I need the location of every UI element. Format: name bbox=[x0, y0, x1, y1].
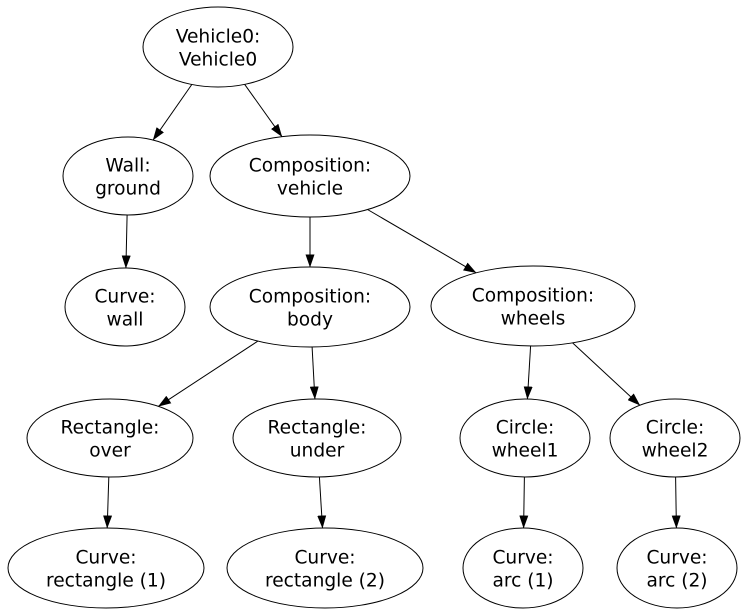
node-ellipse-composition-wheels bbox=[430, 265, 636, 347]
node-rectangle-over: Rectangle:over bbox=[26, 398, 194, 478]
edge-rectangle-over-to-curve-rectangle-1 bbox=[103, 476, 113, 529]
node-ellipse-curve-rectangle-1 bbox=[7, 527, 205, 609]
edge-vehicle0-to-composition-vehicle bbox=[244, 84, 283, 138]
node-ellipse-circle-wheel2 bbox=[609, 398, 741, 478]
node-label-curve-rectangle-2-line2: rectangle (2) bbox=[265, 571, 385, 592]
node-ellipse-vehicle0 bbox=[142, 6, 294, 88]
node-label-vehicle0-line2: Vehicle0 bbox=[179, 50, 257, 71]
node-curve-rectangle-2: Curve:rectangle (2) bbox=[226, 527, 424, 609]
node-circle-wheel2: Circle:wheel2 bbox=[609, 398, 741, 478]
edge-wall-ground-to-curve-wall bbox=[121, 214, 131, 269]
node-label-vehicle0-line1: Vehicle0: bbox=[176, 27, 261, 48]
node-label-composition-vehicle-line1: Composition: bbox=[249, 156, 371, 177]
node-curve-arc-1: Curve:arc (1) bbox=[462, 527, 584, 609]
node-label-curve-rectangle-2-line1: Curve: bbox=[294, 548, 355, 569]
node-label-composition-vehicle-line2: vehicle bbox=[277, 179, 343, 200]
edges-layer bbox=[103, 84, 681, 529]
node-vehicle0: Vehicle0:Vehicle0 bbox=[142, 6, 294, 88]
edge-composition-body-to-rectangle-under bbox=[309, 346, 319, 400]
edge-composition-vehicle-to-composition-wheels bbox=[367, 209, 477, 274]
nodes-layer: Vehicle0:Vehicle0Wall:groundComposition:… bbox=[7, 6, 741, 609]
node-composition-vehicle: Composition:vehicle bbox=[209, 134, 411, 218]
node-label-composition-wheels-line1: Composition: bbox=[472, 286, 594, 307]
edge-rectangle-under-to-curve-rectangle-2 bbox=[317, 476, 327, 529]
node-label-curve-arc-1-line1: Curve: bbox=[492, 548, 553, 569]
node-label-curve-wall-line2: wall bbox=[107, 310, 144, 331]
node-label-composition-body-line2: body bbox=[287, 310, 333, 331]
node-wall-ground: Wall:ground bbox=[62, 136, 194, 216]
edge-circle-wheel1-to-curve-arc-1 bbox=[519, 476, 529, 529]
node-ellipse-composition-body bbox=[209, 266, 411, 348]
node-label-circle-wheel1-line2: wheel1 bbox=[492, 441, 559, 462]
node-label-wall-ground-line1: Wall: bbox=[105, 156, 150, 177]
node-label-curve-arc-2-line1: Curve: bbox=[646, 548, 707, 569]
edge-vehicle0-to-wall-ground bbox=[152, 84, 193, 141]
node-composition-body: Composition:body bbox=[209, 266, 411, 348]
node-ellipse-rectangle-over bbox=[26, 398, 194, 478]
node-curve-wall: Curve:wall bbox=[64, 267, 186, 347]
node-label-rectangle-under-line2: under bbox=[290, 441, 345, 462]
node-label-composition-wheels-line2: wheels bbox=[501, 309, 566, 330]
node-ellipse-curve-rectangle-2 bbox=[226, 527, 424, 609]
node-label-circle-wheel2-line1: Circle: bbox=[646, 418, 704, 439]
node-label-rectangle-over-line2: over bbox=[89, 441, 131, 462]
node-label-curve-rectangle-1-line2: rectangle (1) bbox=[46, 571, 166, 592]
edge-composition-body-to-rectangle-over bbox=[157, 340, 259, 407]
node-ellipse-curve-arc-1 bbox=[462, 527, 584, 609]
node-curve-arc-2: Curve:arc (2) bbox=[616, 527, 738, 609]
node-label-curve-arc-1-line2: arc (1) bbox=[492, 571, 553, 592]
node-label-rectangle-over-line1: Rectangle: bbox=[61, 418, 160, 439]
node-ellipse-curve-wall bbox=[64, 267, 186, 347]
node-label-circle-wheel1-line1: Circle: bbox=[496, 418, 554, 439]
edge-composition-wheels-to-circle-wheel1 bbox=[523, 345, 533, 400]
node-curve-rectangle-1: Curve:rectangle (1) bbox=[7, 527, 205, 609]
node-label-curve-rectangle-1-line1: Curve: bbox=[75, 548, 136, 569]
node-label-composition-body-line1: Composition: bbox=[249, 287, 371, 308]
node-composition-wheels: Composition:wheels bbox=[430, 265, 636, 347]
node-label-curve-wall-line1: Curve: bbox=[94, 287, 155, 308]
node-label-circle-wheel2-line2: wheel2 bbox=[642, 441, 709, 462]
node-label-curve-arc-2-line2: arc (2) bbox=[646, 571, 707, 592]
node-ellipse-curve-arc-2 bbox=[616, 527, 738, 609]
node-ellipse-composition-vehicle bbox=[209, 134, 411, 218]
node-ellipse-wall-ground bbox=[62, 136, 194, 216]
node-label-rectangle-under-line1: Rectangle: bbox=[268, 418, 367, 439]
node-circle-wheel1: Circle:wheel1 bbox=[459, 398, 591, 478]
node-label-wall-ground-line2: ground bbox=[95, 179, 161, 200]
edge-composition-wheels-to-circle-wheel2 bbox=[572, 342, 641, 406]
node-rectangle-under: Rectangle:under bbox=[232, 398, 402, 478]
edge-circle-wheel2-to-curve-arc-2 bbox=[671, 476, 681, 529]
node-ellipse-circle-wheel1 bbox=[459, 398, 591, 478]
node-ellipse-rectangle-under bbox=[232, 398, 402, 478]
